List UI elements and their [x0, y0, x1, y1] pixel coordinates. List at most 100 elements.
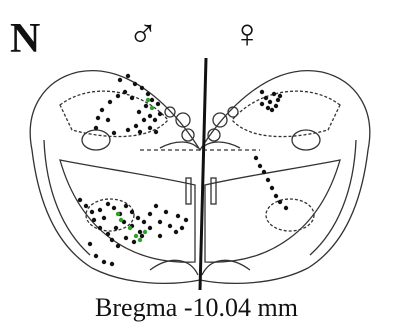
female-black-dot [260, 102, 264, 106]
male-black-dot [150, 98, 154, 102]
left-nucleus-3 [182, 129, 194, 141]
male-black-dot [146, 92, 150, 96]
female-black-dot [272, 92, 276, 96]
male-black-dot [132, 240, 136, 244]
male-black-dot [123, 90, 127, 94]
male-black-dot [116, 244, 120, 248]
male-black-dot [144, 104, 148, 108]
male-black-dot [138, 130, 142, 134]
male-black-dot [106, 232, 110, 236]
male-black-dot [126, 128, 130, 132]
right-nucleus-1 [213, 113, 227, 127]
male-black-dot [78, 198, 82, 202]
right-large-circle [292, 130, 320, 150]
right-slot [211, 178, 216, 204]
male-green-dots [116, 98, 154, 242]
male-black-dot [130, 96, 134, 100]
male-black-dot [148, 212, 152, 216]
central-arc-right [202, 142, 240, 148]
male-black-dot [138, 230, 142, 234]
male-black-dot [154, 204, 158, 208]
left-nucleus-2 [165, 107, 175, 117]
male-black-dot [94, 126, 98, 130]
male-black-dot [112, 206, 116, 210]
male-black-dot [148, 114, 152, 118]
male-black-dot [158, 234, 162, 238]
male-black-dot [142, 220, 146, 224]
female-black-dot [278, 94, 282, 98]
male-green-dot [116, 212, 120, 216]
male-black-dot [140, 86, 144, 90]
female-black-dot [262, 170, 266, 174]
female-black-dot [266, 106, 270, 110]
male-green-dot [150, 106, 154, 110]
female-black-dot [258, 164, 262, 168]
male-green-dot [128, 226, 132, 230]
male-black-dot [124, 236, 128, 240]
male-black-dot [158, 112, 162, 116]
male-black-dot [136, 216, 140, 220]
female-black-dot [260, 90, 264, 94]
male-black-dot [126, 74, 130, 78]
male-black-dot [114, 226, 118, 230]
female-black-dot [270, 108, 274, 112]
female-black-dot [254, 156, 258, 160]
male-black-dot [148, 226, 152, 230]
male-black-dot [106, 202, 110, 206]
male-black-dot [134, 124, 138, 128]
male-black-dot [153, 118, 157, 122]
female-black-dot [266, 178, 270, 182]
male-black-dot [137, 110, 141, 114]
male-black-dot [108, 100, 112, 104]
male-black-dot [100, 108, 104, 112]
left-ventral-contour [60, 160, 195, 262]
female-black-dot [270, 186, 274, 190]
male-black-dot [106, 118, 110, 122]
male-black-dot [176, 214, 180, 218]
male-black-dot [90, 210, 94, 214]
male-black-dot [180, 226, 184, 230]
female-black-dot [268, 100, 272, 104]
male-black-dot [130, 210, 134, 214]
male-black-dot [174, 230, 178, 234]
male-black-dot [164, 210, 168, 214]
male-black-dot [110, 238, 114, 242]
male-black-dot [133, 82, 137, 86]
male-black-dot [142, 118, 146, 122]
male-black-dot [102, 260, 106, 264]
male-black-dot [148, 126, 152, 130]
female-black-dot [278, 200, 282, 204]
female-black-dot [264, 96, 268, 100]
male-black-dot [98, 208, 102, 212]
male-black-dot [168, 224, 172, 228]
male-black-dot [156, 102, 160, 106]
male-black-dot [92, 218, 96, 222]
male-green-dot [138, 238, 142, 242]
left-lateral-tract [44, 140, 90, 255]
male-black-dot [116, 94, 120, 98]
male-green-dot [119, 218, 123, 222]
female-black-dots [254, 90, 288, 210]
bregma-caption: Bregma -10.04 mm [0, 293, 393, 323]
male-black-dot [154, 130, 158, 134]
female-black-dot [284, 206, 288, 210]
male-green-dot [134, 234, 138, 238]
central-arc-left [160, 142, 198, 148]
male-black-dot [110, 262, 114, 266]
male-black-dots [78, 74, 188, 266]
male-black-dot [184, 218, 188, 222]
female-black-dot [274, 194, 278, 198]
male-black-dot [124, 204, 128, 208]
left-slot [186, 178, 191, 204]
right-dorsal-contour [232, 91, 340, 136]
male-black-dot [96, 116, 100, 120]
female-black-dot [274, 104, 278, 108]
female-black-dot [276, 98, 280, 102]
left-large-circle [82, 130, 110, 150]
male-black-dot [88, 242, 92, 246]
male-green-dot [143, 230, 147, 234]
male-black-dot [102, 216, 106, 220]
right-ventral-contour [205, 160, 340, 262]
